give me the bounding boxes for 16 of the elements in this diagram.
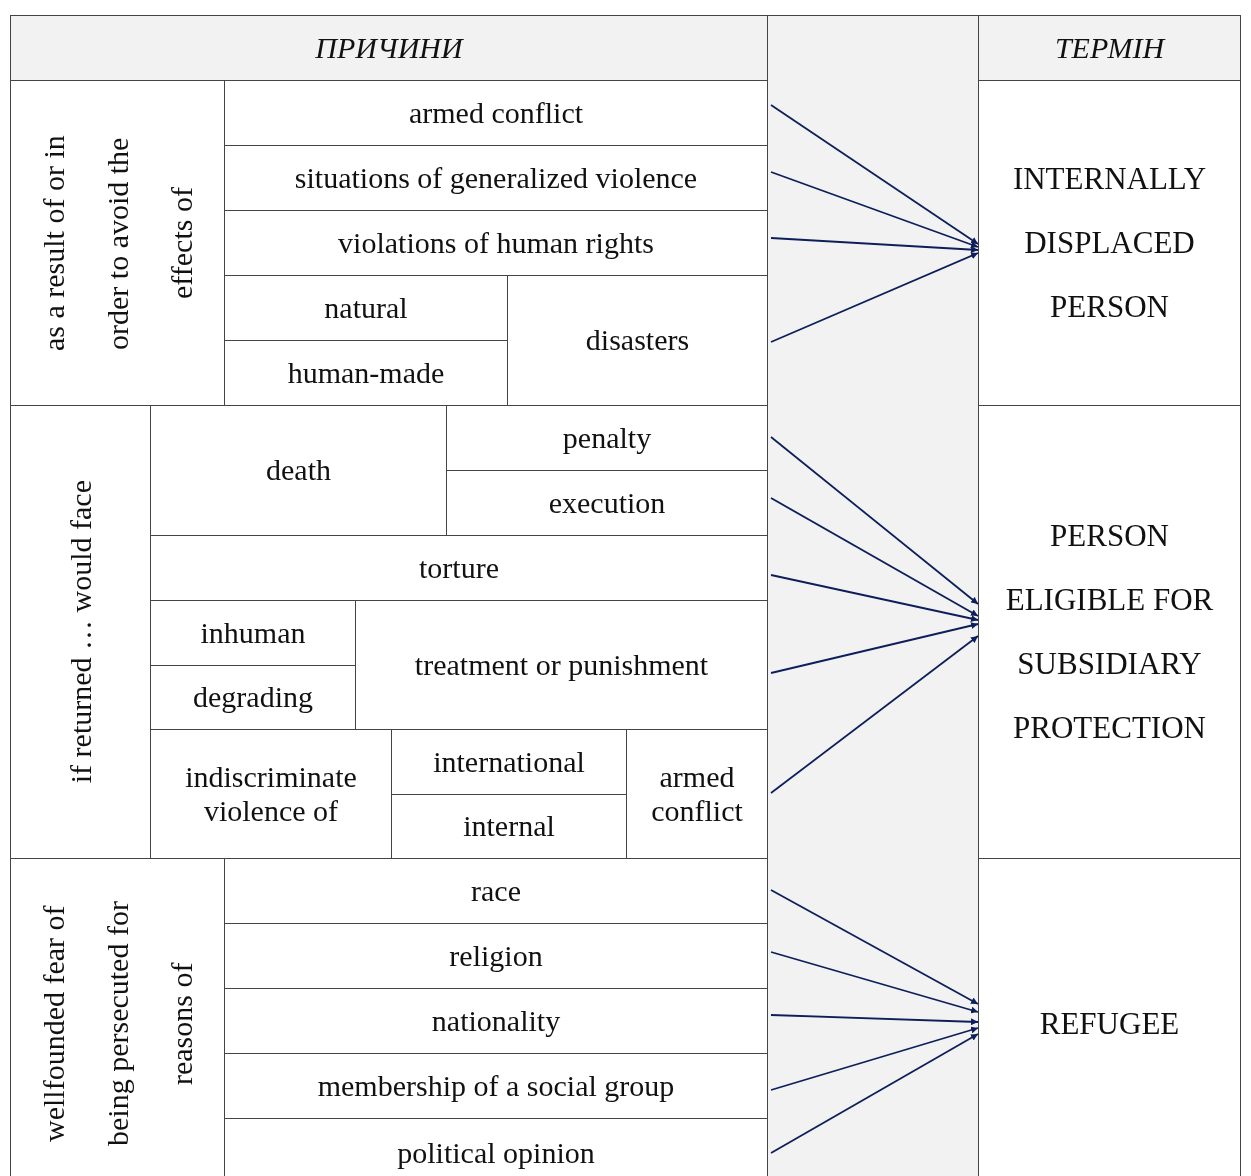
arrow: [770, 574, 979, 622]
column-header: ПРИЧИНИ: [10, 15, 768, 81]
arrow: [770, 171, 979, 248]
column-header: ТЕРМІН: [978, 15, 1241, 81]
arrow: [770, 497, 979, 617]
arrow: [770, 951, 979, 1014]
arrow: [770, 889, 979, 1005]
arrow: [770, 237, 979, 254]
arrow: [770, 1014, 979, 1026]
arrow: [770, 635, 979, 794]
arrow: [770, 104, 979, 245]
arrow: [770, 1033, 979, 1154]
arrow: [770, 436, 979, 605]
arrow: [770, 252, 979, 343]
arrow: [770, 622, 979, 674]
arrow: [770, 1026, 979, 1091]
